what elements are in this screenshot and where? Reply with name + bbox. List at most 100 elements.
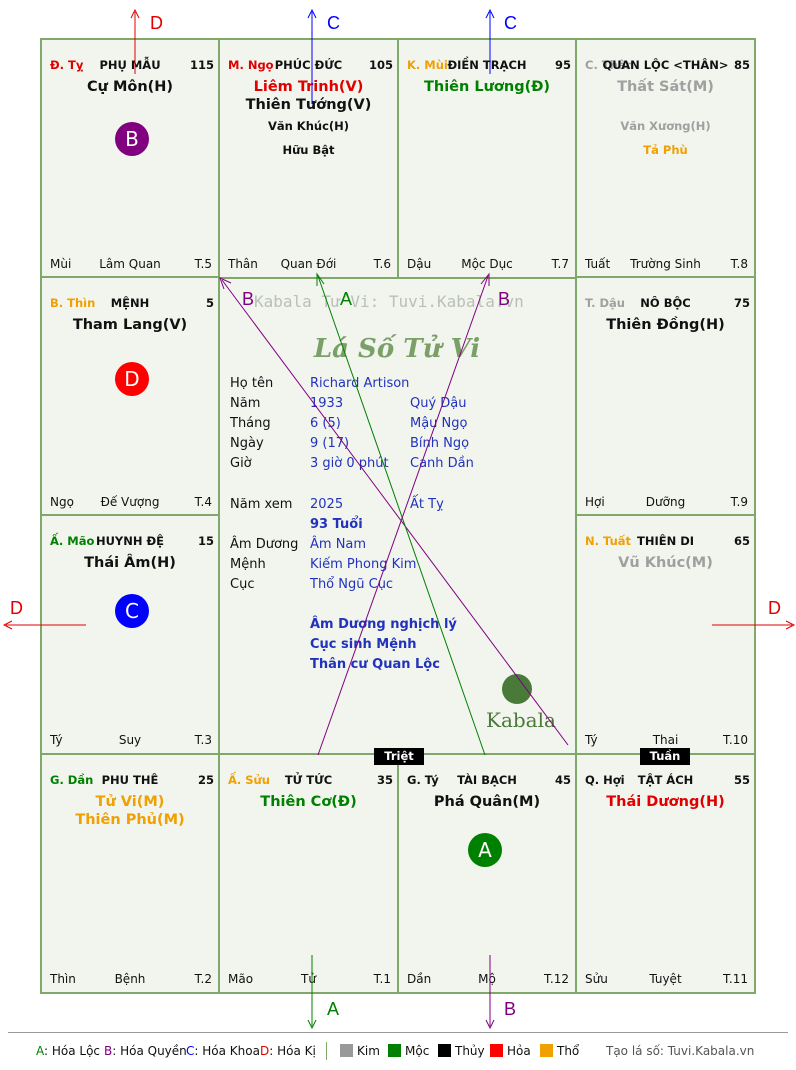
- transform-badge: A: [468, 833, 502, 867]
- transform-badge: C: [115, 594, 149, 628]
- branch-label: Tuất: [585, 257, 611, 271]
- palace-dan: G. Dần PHU THÊ 25 Tử Vi(M)Thiên Phủ(M) T…: [40, 753, 220, 994]
- element-label: Thổ: [557, 1044, 580, 1058]
- major-star: Thất Sát(M): [617, 79, 714, 95]
- element-swatch: [388, 1044, 401, 1057]
- major-star: Tử Vi(M): [95, 794, 165, 810]
- branch-label: Dần: [407, 972, 432, 986]
- info-value: Âm Nam: [310, 537, 367, 552]
- major-stars: Thiên Lương(Đ): [399, 78, 575, 96]
- major-star: Thiên Phủ(M): [75, 812, 185, 828]
- transform-badge: B: [115, 122, 149, 156]
- element-item: Thổ: [540, 1044, 579, 1058]
- legend-text: : Hóa Khoa: [194, 1044, 260, 1058]
- palace-dau: T. Dậu NÔ BỘC 75 Thiên Đồng(H) Hợi Dưỡng…: [575, 276, 756, 517]
- minor-stars: Văn Xương(H) Tả Phù: [577, 114, 754, 162]
- palace-name: HUYNH ĐỆ: [95, 534, 165, 548]
- legend-item: A: Hóa Lộc: [36, 1044, 100, 1058]
- term-label: T.4: [194, 495, 212, 509]
- major-star: Liêm Trinh(V): [253, 79, 364, 95]
- branch-label: Hợi: [585, 495, 605, 509]
- palace-name: NÔ BỘC: [640, 296, 691, 310]
- kabala-logo: Kabala: [486, 708, 556, 732]
- can-chi-label: K. Mùi: [407, 58, 448, 72]
- right-arrow-d-label: D: [768, 598, 781, 618]
- element-swatch: [490, 1044, 503, 1057]
- can-chi-label: B. Thìn: [50, 296, 96, 310]
- palace-number: 55: [733, 773, 750, 787]
- palace-name: TÀI BẠCH: [457, 773, 517, 787]
- info-value: 1933: [310, 396, 344, 411]
- element-item: Thủy: [438, 1044, 485, 1058]
- major-star: Thiên Lương(Đ): [423, 79, 551, 95]
- branch-label: Tý: [585, 733, 598, 747]
- legend-text: : Hóa Kị: [269, 1044, 316, 1058]
- minor-star: Văn Khúc(H): [267, 119, 350, 133]
- term-label: T.7: [551, 257, 569, 271]
- palace-number: 45: [554, 773, 571, 787]
- major-star: Thiên Tướng(V): [245, 97, 372, 113]
- bottom-arrow-b-label: B: [504, 999, 516, 1019]
- palace-name: QUAN LỘC <THÂN>: [602, 58, 729, 72]
- major-star: Vũ Khúc(M): [618, 555, 713, 571]
- can-chi-label: N. Tuất: [585, 534, 632, 548]
- legend-text: : Hóa Quyền: [112, 1044, 187, 1058]
- triet-tag: Triệt: [374, 748, 424, 765]
- element-label: Thủy: [455, 1044, 485, 1058]
- element-item: Hỏa: [490, 1044, 531, 1058]
- branch-label: Thân: [228, 257, 258, 271]
- palace-than: C. Thân QUAN LỘC <THÂN> 85 Thất Sát(M) V…: [575, 38, 756, 279]
- note-line: Thân cư Quan Lộc: [310, 657, 440, 672]
- phase-label: Mộ: [478, 972, 496, 986]
- legend-item: B: Hóa Quyền: [104, 1044, 187, 1058]
- can-chi-label: T. Dậu: [585, 296, 625, 310]
- branch-label: Tý: [50, 733, 63, 747]
- top-arrow-c1-label: C: [327, 13, 340, 33]
- info-value: Kiếm Phong Kim: [310, 557, 417, 572]
- element-swatch: [438, 1044, 451, 1057]
- palace-number: 25: [197, 773, 214, 787]
- legend-key: D: [260, 1044, 270, 1058]
- legend-key: C: [186, 1044, 195, 1058]
- palace-name: PHU THÊ: [101, 773, 159, 787]
- element-swatch: [540, 1044, 553, 1057]
- watermark-text: Kabala Tử Vi: Tuvi.Kabala.vn: [254, 292, 524, 311]
- term-label: T.2: [194, 972, 212, 986]
- palace-mao: Ấ. Mão HUYNH ĐỆ 15 Thái Âm(H) Tý Suy T.3…: [40, 514, 220, 755]
- major-stars: Tử Vi(M) Thiên Phủ(M): [42, 793, 218, 829]
- phase-label: Tuyệt: [649, 972, 682, 986]
- info-value: 2025: [310, 497, 344, 512]
- transform-badge: D: [115, 362, 149, 396]
- major-stars: Thất Sát(M): [577, 78, 754, 96]
- major-stars: Cự Môn(H): [42, 78, 218, 96]
- info-value: Thổ Ngũ Cục: [310, 577, 394, 592]
- branch-label: Mão: [228, 972, 254, 986]
- term-label: T.10: [723, 733, 748, 747]
- phase-label: Thai: [652, 733, 679, 747]
- palace-tuat: N. Tuất THIÊN DI 65 Vũ Khúc(M) Tý Thai T…: [575, 514, 756, 755]
- minor-star: Văn Xương(H): [620, 119, 711, 133]
- phase-label: Quan Đới: [280, 257, 337, 271]
- major-star: Thiên Cơ(Đ): [260, 794, 357, 810]
- term-label: T.9: [730, 495, 748, 509]
- legend-divider: [8, 1032, 788, 1033]
- info-value: 9 (17): [310, 436, 350, 451]
- left-arrow-d-label: D: [10, 598, 23, 618]
- can-chi-label: Đ. Tỵ: [50, 58, 84, 72]
- major-stars: Liêm Trinh(V) Thiên Tướng(V): [220, 78, 397, 114]
- palace-name: THIÊN DI: [636, 534, 695, 548]
- phase-label: Bệnh: [114, 972, 146, 986]
- info-label: Mệnh: [230, 557, 266, 572]
- palace-number: 95: [554, 58, 571, 72]
- can-chi-label: C. Thân: [585, 58, 634, 72]
- term-label: T.3: [194, 733, 212, 747]
- major-stars: Phá Quân(M): [399, 793, 575, 811]
- branch-label: Mùi: [50, 257, 72, 271]
- palace-name: TỬ TỨC: [284, 773, 333, 787]
- tuan-tag: Tuần: [640, 748, 690, 765]
- minor-star: Tả Phù: [643, 143, 688, 157]
- palace-name: ĐIỀN TRẠCH: [447, 58, 527, 72]
- legend-key: A: [36, 1044, 44, 1058]
- info-label: Họ tên: [230, 376, 274, 391]
- palace-number: 115: [189, 58, 214, 72]
